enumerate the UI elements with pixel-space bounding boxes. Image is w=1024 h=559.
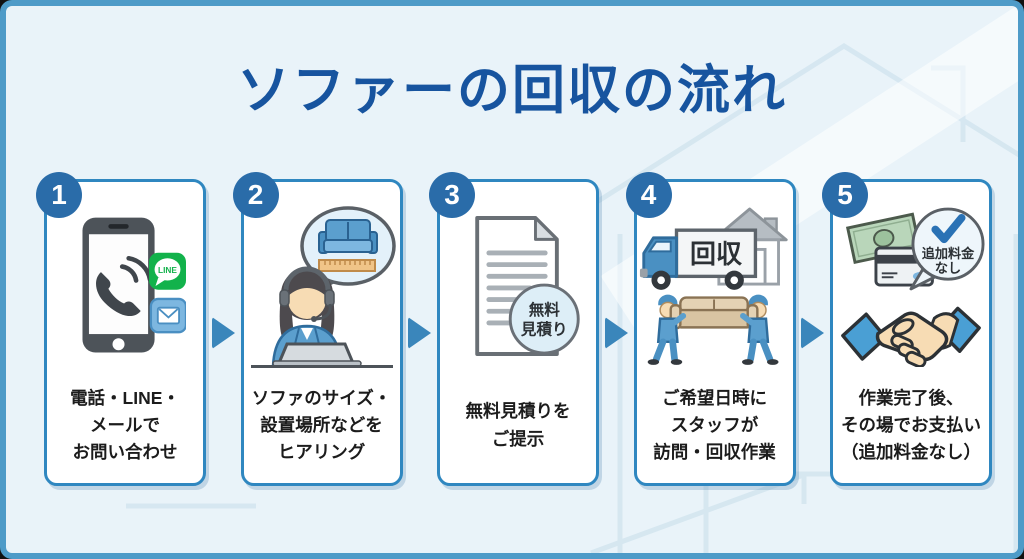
mail-icon	[149, 297, 186, 334]
step-caption: ソファのサイズ・ 設置場所などを ヒアリング	[251, 387, 392, 463]
next-step-arrow-icon	[408, 316, 432, 349]
svg-text:追加料金: 追加料金	[922, 245, 975, 261]
step-caption: ご希望日時に スタッフが 訪問・回収作業	[653, 387, 776, 463]
step-card-3: 3 無料	[429, 172, 599, 486]
handshake-glyph	[841, 306, 981, 367]
step-caption: 作業完了後、 その場でお支払い （追加料金なし）	[841, 387, 981, 463]
step-caption: 無料見積りを ご提示	[465, 401, 571, 449]
step-number-badge: 2	[232, 172, 279, 218]
next-step-arrow-icon	[801, 316, 825, 349]
smartphone-contact-icon: LINE	[47, 196, 203, 376]
svg-text:LINE: LINE	[158, 265, 177, 275]
free-estimate-stamp: 無料 見積り	[508, 283, 580, 355]
step-card-4: 4 回収	[625, 172, 796, 486]
estimate-document-icon: 無料 見積り	[440, 196, 596, 376]
step-number-badge: 5	[822, 172, 868, 218]
next-step-arrow-icon	[211, 316, 235, 349]
svg-text:無料: 無料	[529, 300, 561, 319]
ruler-glyph	[317, 259, 376, 272]
step-card-1: 1 LINE	[36, 172, 206, 486]
step-number-badge: 3	[429, 172, 475, 218]
sofa-glyph	[317, 219, 378, 254]
payment-handshake-icon: 追加料金 なし	[833, 196, 989, 376]
no-extra-fee-bubble: 追加料金 なし	[909, 207, 985, 291]
svg-text:回収: 回収	[689, 239, 742, 269]
svg-text:見積り: 見積り	[520, 320, 568, 339]
svg-text:なし: なし	[935, 260, 961, 275]
next-step-arrow-icon	[604, 316, 628, 349]
pickup-truck-staff-icon: 回収	[637, 196, 793, 376]
laptop-glyph	[271, 342, 362, 367]
collection-truck-glyph: 回収	[639, 228, 757, 290]
step-card-5: 5	[822, 172, 992, 486]
step-number-badge: 4	[625, 172, 672, 218]
line-app-icon: LINE	[149, 252, 186, 290]
step-number-badge: 1	[36, 172, 82, 218]
page-title: ソファーの回収の流れ	[237, 61, 787, 120]
operator-hearing-icon	[244, 196, 400, 376]
step-card-2: 2	[232, 172, 403, 486]
staff-carrying-sofa-glyph	[647, 294, 779, 365]
step-caption: 電話・LINE・ メールで お問い合わせ	[70, 387, 180, 463]
steps-row: 1 LINE	[36, 172, 992, 486]
